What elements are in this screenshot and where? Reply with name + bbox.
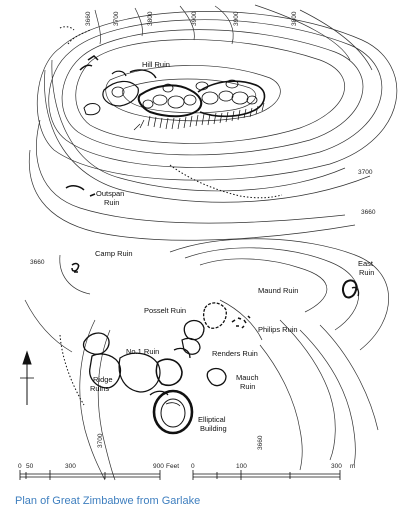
- label-elliptical-2: Building: [200, 424, 227, 433]
- scale-bar-feet: [19, 470, 161, 480]
- label-mauch-ruin-1: Mauch: [236, 373, 259, 382]
- elev-3660-right: 3660: [361, 209, 376, 216]
- scale-feet-unit: Feet: [166, 463, 179, 470]
- label-renders-ruin: Renders Ruin: [212, 349, 258, 358]
- elev-top-2: 3700: [113, 11, 120, 26]
- scale-feet-0: 0: [18, 463, 22, 470]
- elev-3700-bottom: 3700: [97, 433, 104, 448]
- scale-feet-900: 900: [153, 463, 164, 470]
- scale-m-100: 100: [236, 463, 247, 470]
- elev-3660-bottom: 3660: [257, 435, 264, 450]
- scale-m-0: 0: [191, 463, 195, 470]
- elev-top-4: 3900: [191, 11, 198, 26]
- valley-contours: [24, 238, 389, 481]
- label-mauch-ruin-2: Ruin: [240, 382, 255, 391]
- label-outspan-ruin-1: Outspan: [96, 189, 124, 198]
- elev-top-1: 3660: [85, 11, 92, 26]
- label-hill-ruin: Hill Ruin: [142, 60, 170, 69]
- hill-cliff-hatching: [133, 102, 265, 131]
- label-east-ruin-1: East: [358, 259, 374, 268]
- label-outspan-ruin-2: Ruin: [104, 198, 119, 207]
- scale-bar-metres: [192, 470, 341, 480]
- label-posselt-ruin: Posselt Ruin: [144, 306, 186, 315]
- hill-ruin-complex: [83, 69, 266, 118]
- label-east-ruin-2: Ruin: [359, 268, 374, 277]
- dotted-paths: [59, 26, 283, 406]
- elev-top-5: 3900: [233, 11, 240, 26]
- elev-top-6: 3800: [291, 11, 298, 26]
- label-maund-ruin: Maund Ruin: [258, 286, 298, 295]
- north-arrow: [20, 350, 34, 405]
- elev-top-3: 3800: [147, 11, 154, 26]
- site-plan-map: 3660 3700 3800 3900 3900 3800 3700 3660 …: [18, 4, 398, 481]
- label-ridge-ruins-2: Ruins: [90, 384, 109, 393]
- scale-m-300: 300: [331, 463, 342, 470]
- label-ridge-ruins-1: Ridge: [93, 375, 113, 384]
- scale-feet-300: 300: [65, 463, 76, 470]
- valley-ruins: [82, 279, 360, 435]
- elev-3660-left: 3660: [30, 259, 45, 266]
- label-philips-ruin: Philips Ruin: [258, 325, 298, 334]
- label-elliptical-1: Elliptical: [198, 415, 226, 424]
- scale-labels: 0 50 300 900 Feet 0 100 300 m: [18, 463, 355, 470]
- scale-m-unit: m: [350, 463, 355, 470]
- elevation-labels: 3660 3700 3800 3900 3900 3800 3700 3660 …: [30, 11, 376, 450]
- elev-3700-right: 3700: [358, 169, 373, 176]
- label-no1-ruin: No.1 Ruin: [126, 347, 159, 356]
- scale-feet-50: 50: [26, 463, 34, 470]
- site-labels: Hill Ruin Outspan Ruin Camp Ruin East Ru…: [90, 60, 374, 433]
- figure-caption: Plan of Great Zimbabwe from Garlake: [15, 495, 201, 507]
- label-camp-ruin: Camp Ruin: [95, 249, 133, 258]
- outlying-walls: [65, 55, 99, 273]
- hill-contours: [28, 4, 398, 241]
